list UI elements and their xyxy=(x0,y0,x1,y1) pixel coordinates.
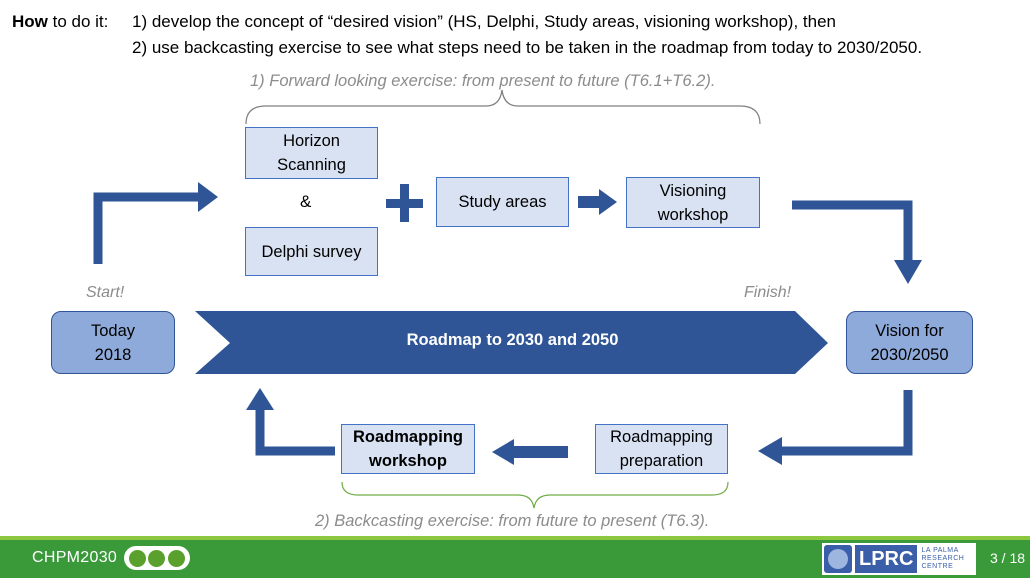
start-arrow xyxy=(93,192,200,264)
globe-icon xyxy=(824,545,852,573)
ampersand-label: & xyxy=(300,192,312,211)
how-suffix: to do it: xyxy=(47,12,109,31)
today-box: Today 2018 xyxy=(51,311,175,374)
backward-label: 2) Backcasting exercise: from future to … xyxy=(315,512,710,530)
logo-circle-3-icon xyxy=(167,549,185,567)
finish-arrow xyxy=(792,200,913,262)
arrow-prep-workshop-head xyxy=(492,439,514,465)
horizon-scanning-box: Horizon Scanning xyxy=(245,127,378,179)
delphi-survey-box: Delphi survey xyxy=(245,227,378,276)
forward-label: 1) Forward looking exercise: from presen… xyxy=(250,72,716,90)
start-label: Start! xyxy=(86,284,125,301)
arrow-study-visioning-shaft xyxy=(578,196,600,208)
how-line: How to do it: xyxy=(12,11,108,33)
step-2-text: 2) use backcasting exercise to see what … xyxy=(132,38,923,57)
return-arrow xyxy=(255,408,335,456)
footer-accent xyxy=(0,536,1030,540)
logo-circle-1-icon xyxy=(129,549,147,567)
roadmapping-workshop-box: Roadmapping workshop xyxy=(341,424,475,474)
roadmapping-preparation-box: Roadmapping preparation xyxy=(595,424,728,474)
roadmap-label: Roadmap to 2030 and 2050 xyxy=(406,331,619,349)
start-arrow-head xyxy=(198,182,218,212)
page-number: 3 / 18 xyxy=(990,550,1026,566)
backcast-arrow-head xyxy=(758,437,782,465)
backward-brace xyxy=(341,481,729,509)
visioning-workshop-box: Visioning workshop xyxy=(626,177,760,228)
study-areas-box: Study areas xyxy=(436,177,569,227)
forward-brace xyxy=(245,89,761,125)
how-label: How xyxy=(12,12,48,31)
return-arrow-head xyxy=(246,388,274,410)
arrow-study-visioning-head xyxy=(599,189,617,215)
vision-box: Vision for 2030/2050 xyxy=(846,311,973,374)
finish-label: Finish! xyxy=(744,284,792,301)
roadmap-arrow xyxy=(195,311,828,374)
backcast-arrow xyxy=(780,390,913,456)
arrow-prep-workshop-shaft xyxy=(512,446,568,458)
footer-bar: CHPM2030 LPRC LA PALMA RESEARCH CENTRE 3… xyxy=(0,540,1030,578)
lprc-long: LA PALMA RESEARCH CENTRE xyxy=(921,547,965,570)
project-name: CHPM2030 xyxy=(32,549,118,566)
finish-arrow-head xyxy=(894,260,922,284)
lprc-logo: LPRC LA PALMA RESEARCH CENTRE xyxy=(822,543,976,575)
project-logo xyxy=(124,546,190,570)
step-1-text: 1) develop the concept of “desired visio… xyxy=(132,12,836,31)
logo-circle-2-icon xyxy=(148,549,166,567)
lprc-short: LPRC xyxy=(855,545,918,573)
plus-horizontal xyxy=(386,199,423,208)
